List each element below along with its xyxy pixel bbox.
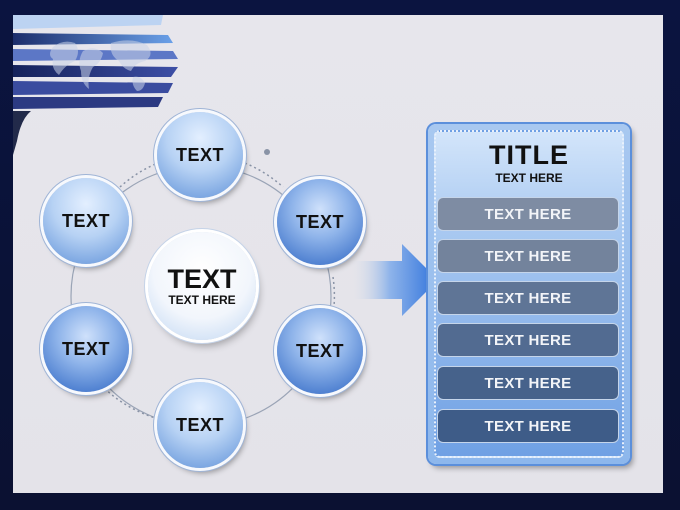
list-item: TEXT HERE — [438, 367, 618, 399]
world-map-icon — [13, 15, 178, 155]
list-item: TEXT HERE — [438, 282, 618, 314]
node-top: TEXT — [157, 112, 243, 198]
panel-subtitle: TEXT HERE — [495, 171, 563, 185]
center-node: TEXT TEXT HERE — [148, 232, 256, 340]
list-item: TEXT HERE — [438, 198, 618, 230]
panel-title: TITLE — [489, 140, 569, 170]
center-subtitle: TEXT HERE — [168, 293, 236, 307]
list-item: TEXT HERE — [438, 240, 618, 272]
node-upper-left: TEXT — [43, 178, 129, 264]
node-lower-left: TEXT — [43, 306, 129, 392]
node-lower-right: TEXT — [277, 308, 363, 394]
node-upper-right: TEXT — [277, 179, 363, 265]
list-item: TEXT HERE — [438, 324, 618, 356]
arrow-right-icon — [350, 244, 438, 316]
list-item: TEXT HERE — [438, 410, 618, 442]
node-bottom: TEXT — [157, 382, 243, 468]
center-title: TEXT — [167, 264, 237, 294]
